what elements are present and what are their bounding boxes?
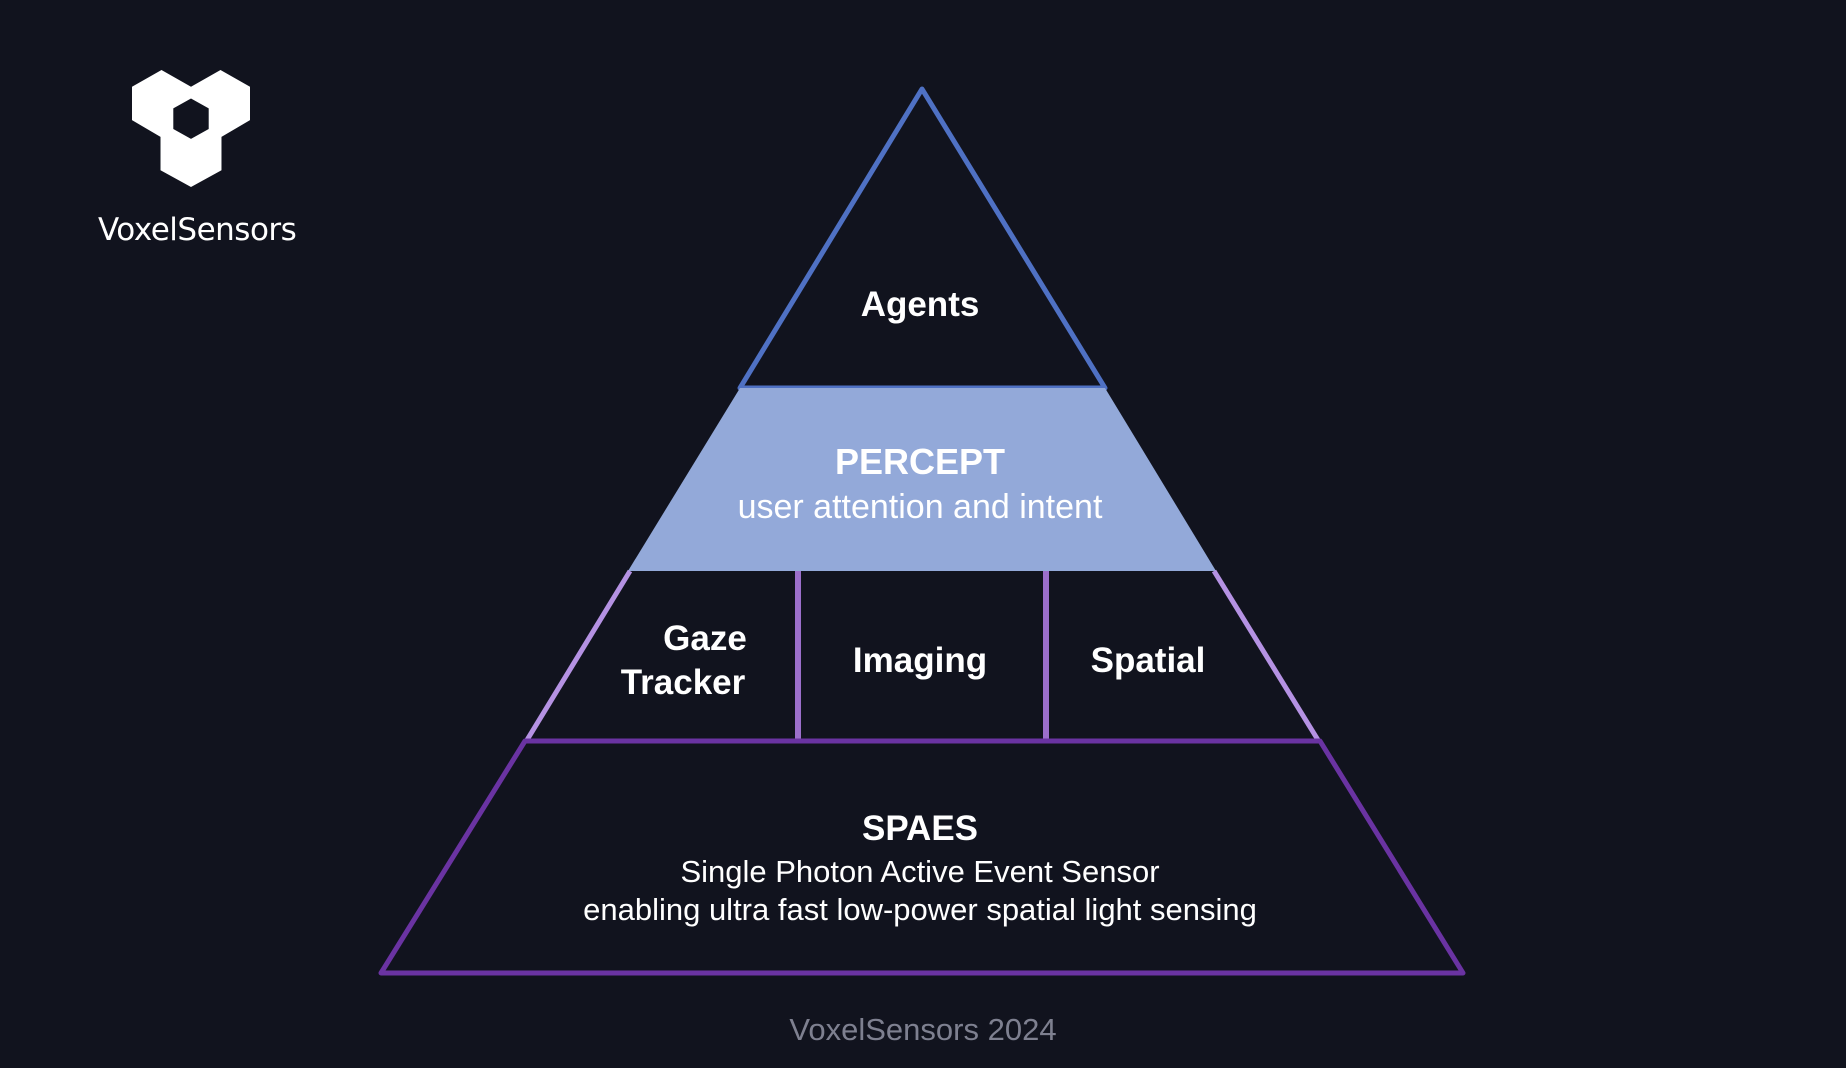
percept-subtitle: user attention and intent (738, 488, 1103, 526)
voxel-cube-logo-icon (132, 70, 250, 188)
percept-title: PERCEPT (835, 441, 1005, 482)
spatial-label: Spatial (1091, 641, 1206, 680)
agents-label: Agents (861, 285, 980, 324)
gaze-tracker-label-line1: Gaze (663, 619, 747, 658)
spaes-title: SPAES (862, 809, 978, 848)
agents-tier-outline (737, 86, 1108, 391)
footer-copyright: VoxelSensors 2024 (789, 1012, 1057, 1047)
spaes-tier-outline (378, 738, 1466, 976)
sensor-tier-left-edge (524, 569, 633, 742)
spaes-description-line2: enabling ultra fast low-power spatial li… (583, 892, 1257, 927)
brand-name: VoxelSensors (98, 212, 297, 248)
imaging-label: Imaging (853, 641, 987, 680)
sensor-tier-right-edge (1211, 569, 1321, 742)
brand-logo: VoxelSensors (98, 70, 297, 248)
gaze-tracker-label-line2: Tracker (621, 663, 746, 702)
percept-tier-band (628, 388, 1216, 571)
spaes-description-line1: Single Photon Active Event Sensor (680, 854, 1159, 889)
